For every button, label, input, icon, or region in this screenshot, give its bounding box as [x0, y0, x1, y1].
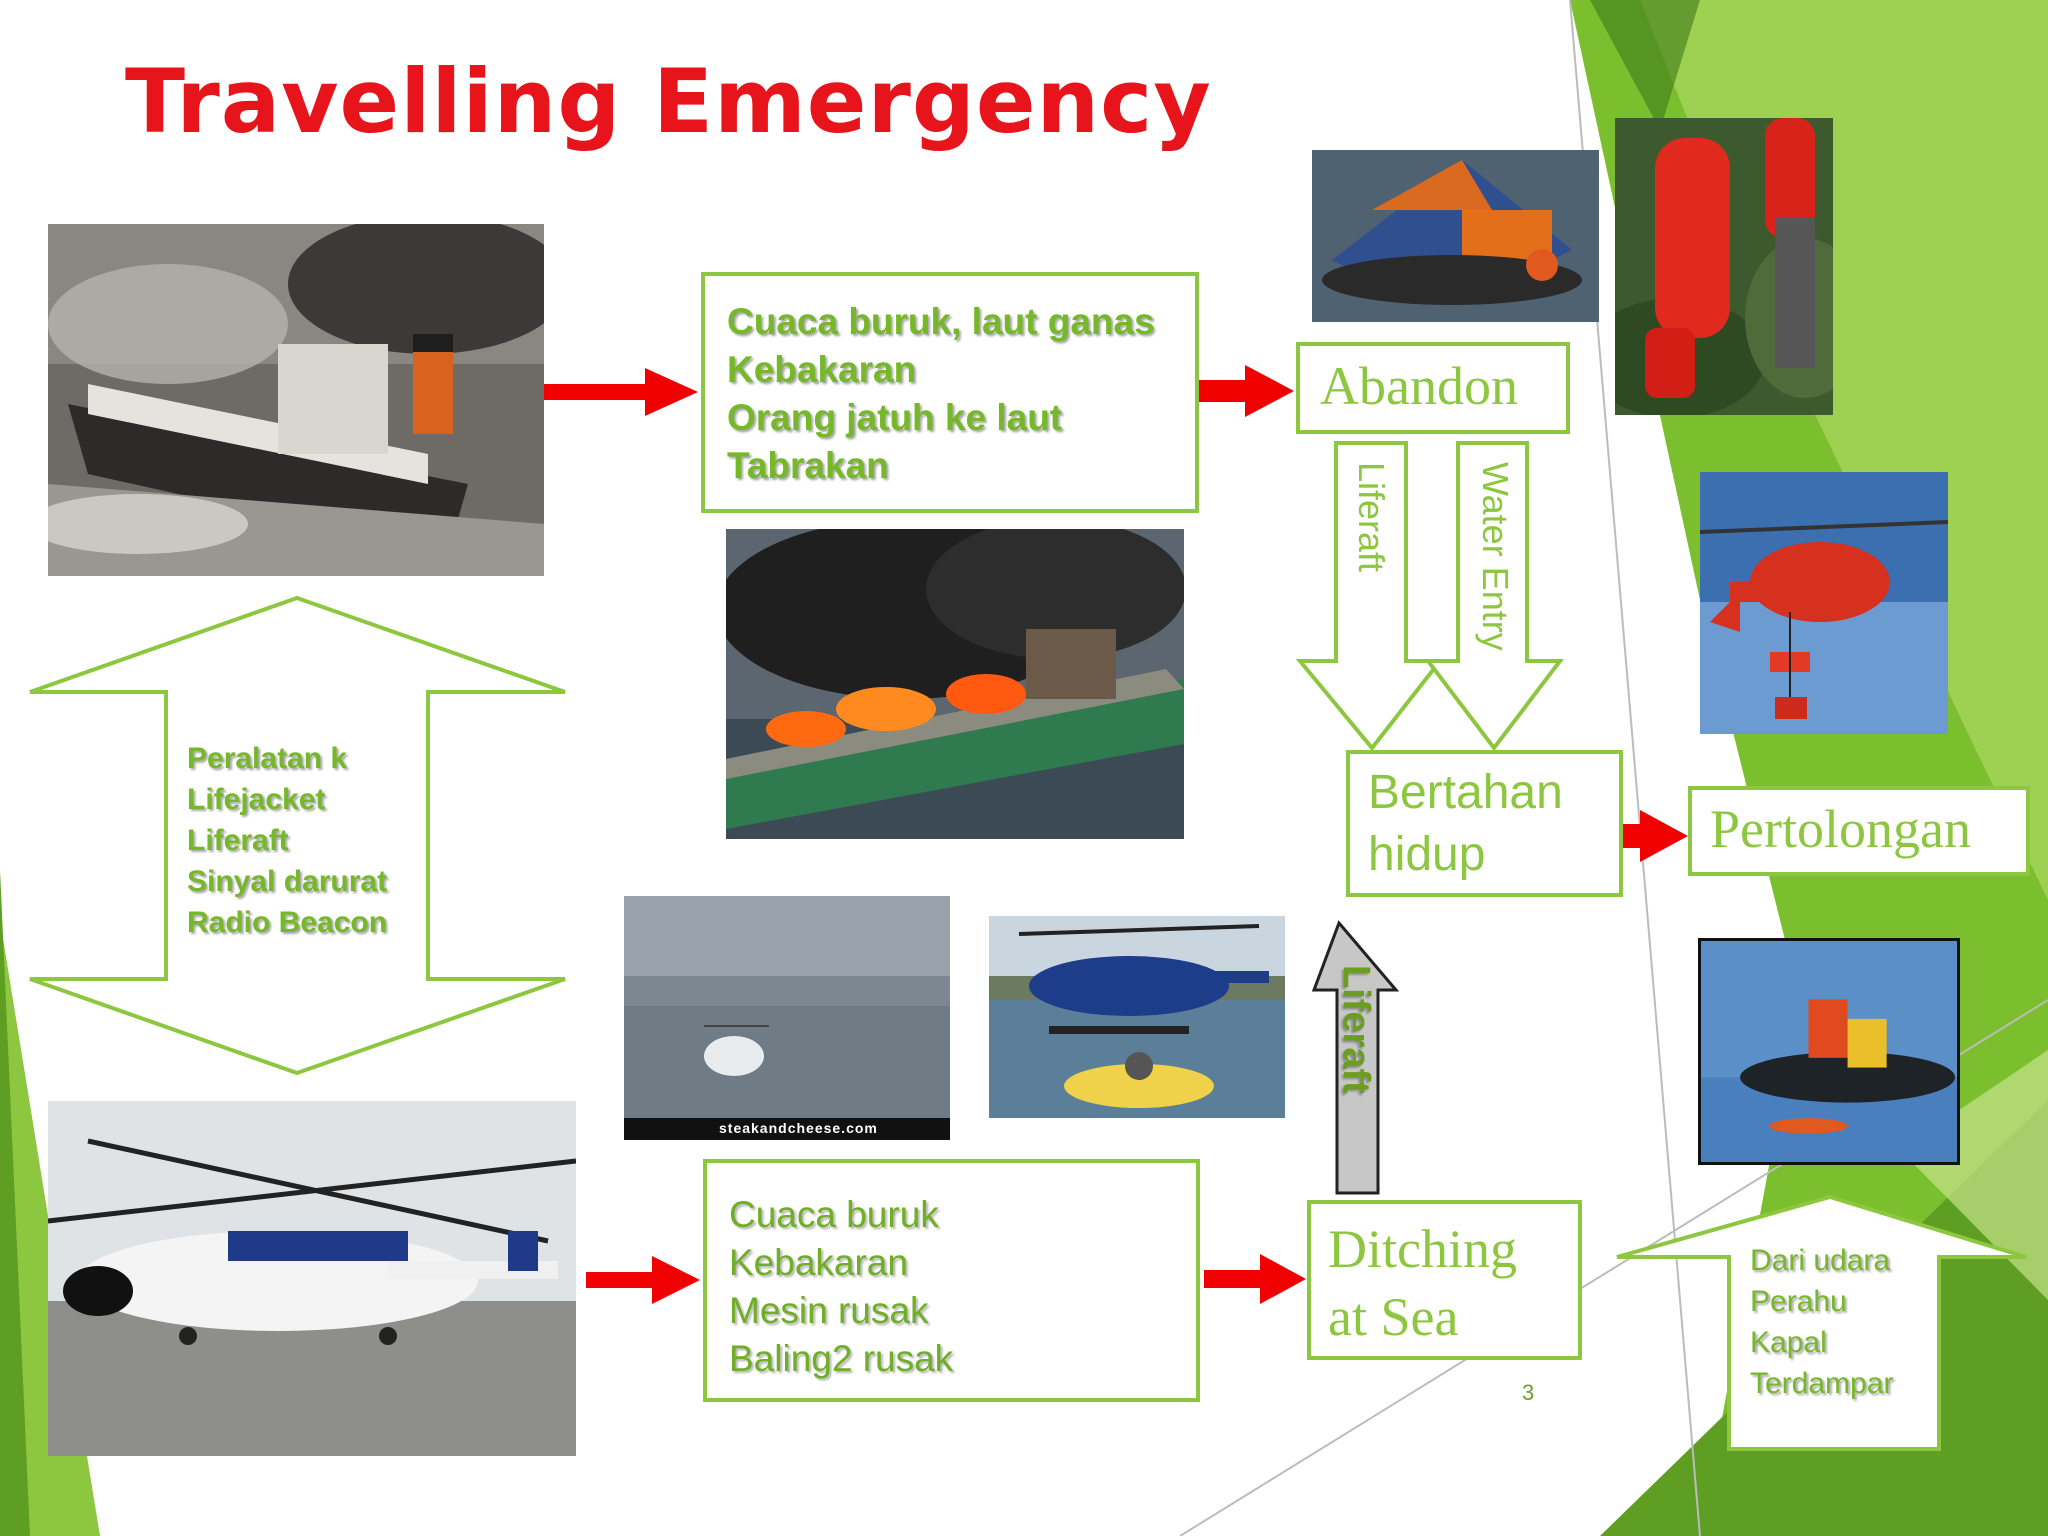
liferaft-branch-label: Liferaft — [1351, 462, 1392, 573]
rescue-sources-list: Dari udara Perahu Kapal Terdampar — [1750, 1240, 1893, 1404]
heli-cause-item: Mesin rusak — [729, 1290, 929, 1331]
bertahan-line: Bertahan — [1368, 766, 1563, 819]
heli-causes-box: Cuaca buruk Kebakaran Mesin rusak Baling… — [703, 1159, 1200, 1402]
bertahan-hidup-label: Bertahan hidup — [1368, 762, 1563, 886]
rescue-source-item: Terdampar — [1750, 1367, 1894, 1400]
hidup-line: hidup — [1368, 828, 1486, 881]
ship-causes-box: Cuaca buruk, laut ganas Kebakaran Orang … — [701, 272, 1199, 513]
photo-large-helicopter — [48, 1101, 576, 1456]
page-number: 3 — [1522, 1380, 1535, 1405]
ship-cause-item: Cuaca buruk, laut ganas — [727, 301, 1155, 342]
ship-cause-item: Orang jatuh ke laut — [727, 397, 1063, 438]
photo-rescue-hoist — [1615, 118, 1833, 415]
equipment-list: Peralatan k Lifejacket Liferaft Sinyal d… — [187, 738, 387, 943]
photo-red-helicopter — [1700, 472, 1948, 734]
ditching-box — [1307, 1200, 1582, 1360]
abandon-box — [1296, 342, 1570, 434]
pertolongan-box — [1688, 786, 2030, 876]
rescue-source-item: Kapal — [1750, 1326, 1827, 1359]
ditching-line: Ditching — [1328, 1219, 1517, 1279]
heli-cause-item: Cuaca buruk — [729, 1194, 939, 1235]
photo-inflatable-rescue — [1698, 938, 1960, 1165]
rescue-source-item: Perahu — [1750, 1285, 1847, 1318]
ship-cause-item: Kebakaran — [727, 349, 917, 390]
bertahan-hidup-box — [1346, 750, 1623, 897]
slide-title: Travelling Emergency — [125, 50, 1212, 153]
photo-liferaft-tent — [1312, 150, 1599, 322]
equipment-item: Lifejacket — [187, 783, 326, 816]
pertolongan-label: Pertolongan — [1710, 799, 1971, 859]
photo-burning-ship — [726, 529, 1184, 839]
liferaft-up-label: Liferaft — [1335, 965, 1377, 1094]
equipment-item: Radio Beacon — [187, 906, 388, 939]
equipment-item: Liferaft — [187, 824, 289, 857]
abandon-label: Abandon — [1320, 356, 1518, 416]
ship-cause-item: Tabrakan — [727, 445, 889, 486]
photo-blue-helicopter-raft — [989, 916, 1285, 1118]
at-sea-line: at Sea — [1328, 1287, 1459, 1347]
photo-helicopter-sea: steakandcheese.com — [624, 896, 950, 1140]
photo-ship-storm — [48, 224, 544, 576]
heli-cause-item: Kebakaran — [729, 1242, 908, 1283]
equipment-item: Peralatan k — [187, 742, 348, 775]
photo-watermark: steakandcheese.com — [719, 1120, 878, 1136]
heli-causes-list: Cuaca buruk Kebakaran Mesin rusak Baling… — [729, 1191, 1196, 1383]
water-entry-branch-label: Water Entry — [1475, 462, 1516, 651]
ship-causes-list: Cuaca buruk, laut ganas Kebakaran Orang … — [727, 298, 1195, 490]
equipment-item: Sinyal darurat — [187, 865, 388, 898]
ditching-label: Ditching at Sea — [1328, 1215, 1517, 1351]
rescue-source-item: Dari udara — [1750, 1244, 1891, 1277]
heli-cause-item: Baling2 rusak — [729, 1338, 954, 1379]
